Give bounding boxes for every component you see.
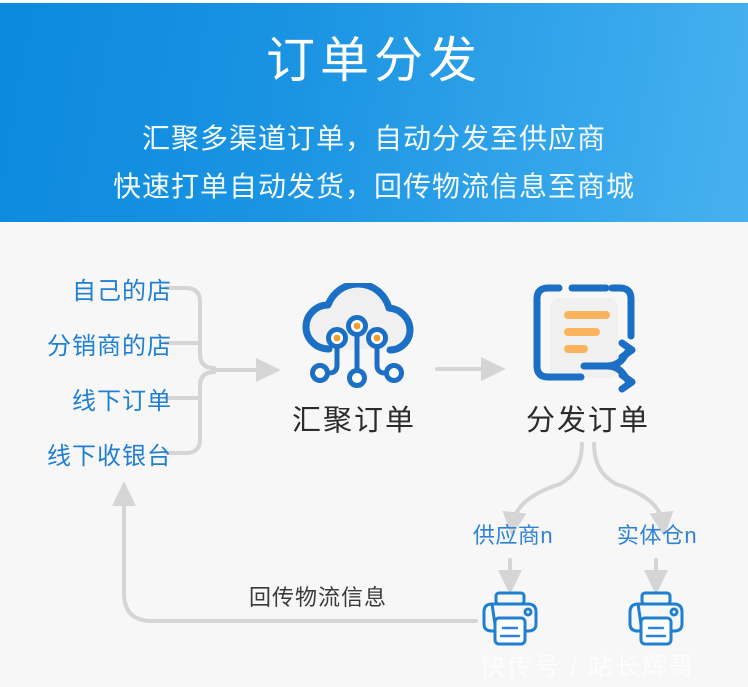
page-title: 订单分发 <box>265 34 482 88</box>
cloud-network-icon <box>296 280 418 391</box>
banner-subtitle-line-2: 快速打单自动发货，回传物流信息至商城 <box>112 171 635 202</box>
printer-icon-warehouse <box>625 591 687 651</box>
node-label-aggregate-orders: 汇聚订单 <box>291 405 416 437</box>
source-label-offline-cashier: 线下收银台 <box>47 443 172 470</box>
source-label-own-store: 自己的店 <box>72 278 172 305</box>
header-banner: 订单分发 汇聚多渠道订单，自动分发至供应商 快速打单自动发货，回传物流信息至商城 <box>0 3 748 222</box>
wire-source-1 <box>164 341 202 356</box>
branch-label-warehouse: 实体仓n <box>616 523 698 548</box>
wire-branch-right <box>592 442 674 537</box>
wire-feedback-loop <box>112 481 478 623</box>
document-split-icon <box>528 280 652 396</box>
printer-icon-supplier <box>479 591 541 651</box>
node-label-distribute-orders: 分发订单 <box>525 405 650 437</box>
connector-wires <box>112 286 674 623</box>
source-label-offline-order: 线下订单 <box>72 388 172 415</box>
wire-branch-left <box>502 442 584 537</box>
banner-subtitle-line-1: 汇聚多渠道订单，自动分发至供应商 <box>141 123 606 154</box>
wire-merge-joint <box>198 352 216 388</box>
source-label-distributor-store: 分销商的店 <box>47 333 172 360</box>
flow-diagram: 自己的店 分销商的店 线下订单 线下收银台 <box>0 222 748 687</box>
wire-source-3 <box>164 370 216 455</box>
feedback-loop-label: 回传物流信息 <box>248 585 387 610</box>
branch-label-supplier: 供应商n <box>472 523 554 548</box>
wire-source-0 <box>164 286 216 370</box>
